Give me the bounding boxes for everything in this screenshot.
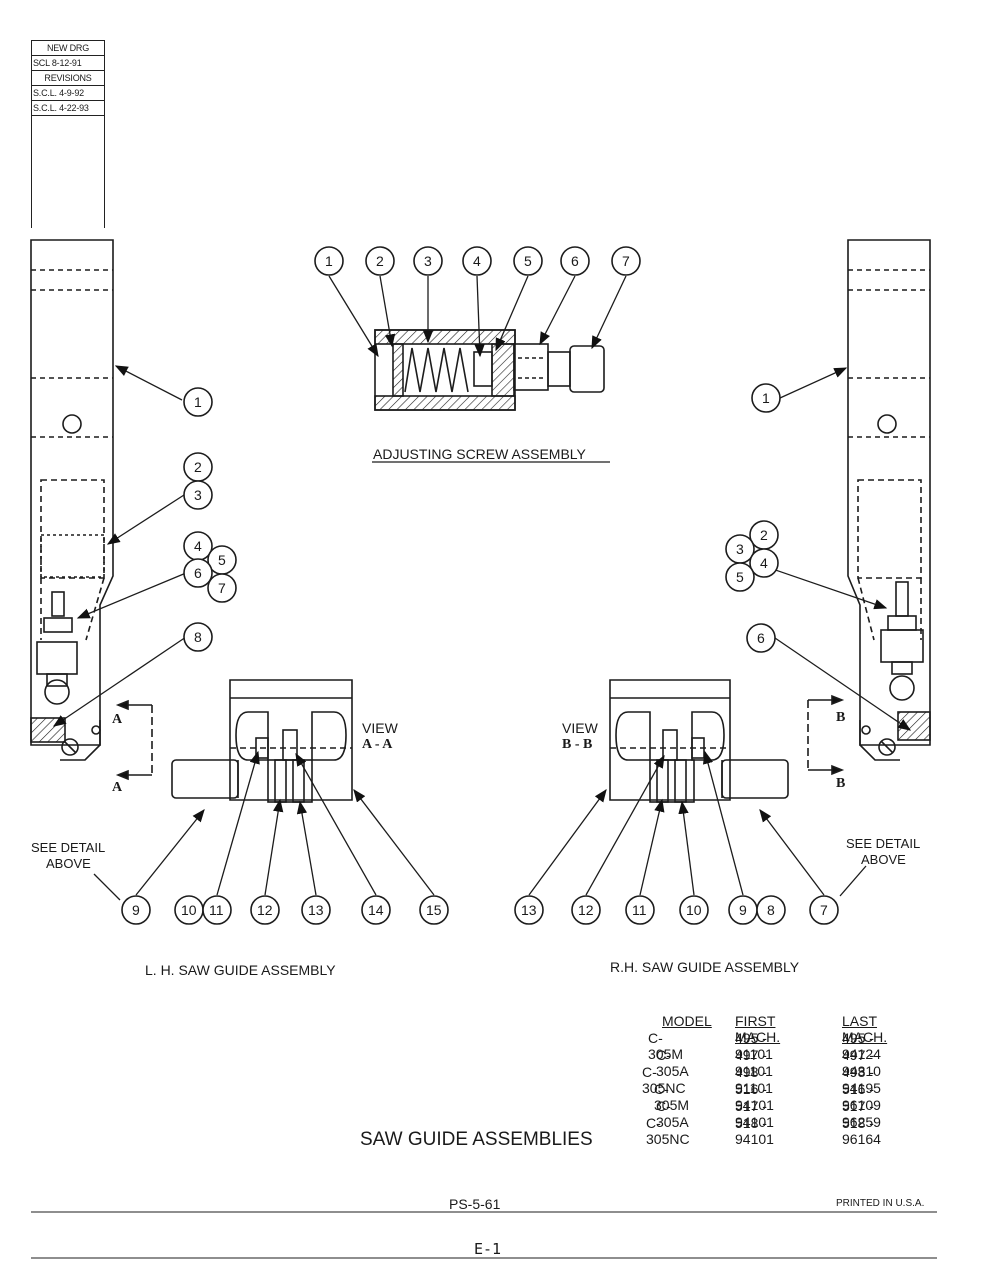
callout-number: 7 bbox=[622, 253, 630, 269]
rev-row: NEW DRG bbox=[32, 41, 104, 56]
callout-number: 4 bbox=[473, 253, 481, 269]
callout-number: 6 bbox=[194, 565, 202, 581]
callout-number: 6 bbox=[571, 253, 579, 269]
callout-number: 9 bbox=[132, 902, 140, 918]
bolt-hole bbox=[62, 414, 82, 434]
callout-number: 9 bbox=[739, 902, 747, 918]
callout-number: 3 bbox=[194, 487, 202, 503]
callout-number: 1 bbox=[762, 390, 770, 406]
callout-number: 14 bbox=[368, 902, 384, 918]
callout-number: 7 bbox=[820, 902, 828, 918]
table-cell: 518 - 96164 bbox=[842, 1115, 881, 1147]
lh-view-a-a bbox=[171, 679, 353, 803]
bolt-hole bbox=[877, 414, 897, 434]
view-b-word: VIEW bbox=[562, 720, 598, 736]
table-cell: 516 - 96109 bbox=[842, 1081, 881, 1113]
adjusting-screw-title: ADJUSTING SCREW ASSEMBLY bbox=[373, 446, 586, 462]
view-b-label: B - B bbox=[562, 737, 593, 752]
view-a-word: VIEW bbox=[362, 720, 398, 736]
callout-number: 7 bbox=[218, 580, 226, 596]
table-cell: 516 - 94101 bbox=[735, 1081, 774, 1113]
table-cell: 495 - 94124 bbox=[842, 1030, 881, 1062]
rev-row: S.C.L. 4-22-93 bbox=[32, 101, 104, 116]
table-cell: C-305A bbox=[656, 1047, 689, 1079]
callout-number: 2 bbox=[194, 459, 202, 475]
see-detail-right-line2: ABOVE bbox=[861, 852, 906, 867]
callout-number: 3 bbox=[424, 253, 432, 269]
callout-number: 13 bbox=[521, 902, 537, 918]
left-guide-bar bbox=[30, 239, 114, 761]
table-cell: C-305M bbox=[648, 1030, 684, 1062]
last-mach-header: LAST MACH. bbox=[842, 1013, 888, 1045]
table-cell: 518 - 94101 bbox=[735, 1115, 774, 1147]
section-b-top: B bbox=[836, 710, 846, 725]
table-cell: 498 - 94195 bbox=[842, 1064, 881, 1096]
callout-number: 3 bbox=[736, 541, 744, 557]
see-detail-right-line1: SEE DETAIL bbox=[846, 836, 921, 851]
table-cell: C-305NC bbox=[642, 1064, 686, 1096]
section-mark-a bbox=[115, 699, 153, 781]
model-header: MODEL bbox=[662, 1013, 712, 1029]
callout-number: 6 bbox=[757, 630, 765, 646]
rev-row: S.C.L. 4-9-92 bbox=[32, 86, 104, 101]
section-a-top: A bbox=[112, 712, 123, 727]
table-cell: 497 - 91101 bbox=[735, 1047, 773, 1079]
callout-number: 5 bbox=[736, 569, 744, 585]
callout-number: 15 bbox=[426, 902, 442, 918]
main-title: SAW GUIDE ASSEMBLIES bbox=[360, 1129, 593, 1150]
leader-lines bbox=[31, 275, 937, 1259]
table-cell: 495 - 91101 bbox=[735, 1030, 773, 1062]
table-cell: 517 - 94101 bbox=[735, 1098, 774, 1130]
first-mach-header: FIRST MACH. bbox=[735, 1013, 781, 1045]
see-detail-left-line2: ABOVE bbox=[46, 856, 91, 871]
callout-circles bbox=[121, 246, 839, 925]
rev-row: REVISIONS bbox=[32, 71, 104, 86]
callout-number: 8 bbox=[194, 629, 202, 645]
callout-number: 2 bbox=[760, 527, 768, 543]
callout-number: 1 bbox=[194, 394, 202, 410]
table-cell: C-305M bbox=[654, 1081, 690, 1113]
rev-row: SCL 8-12-91 bbox=[32, 56, 104, 71]
section-b-bottom: B bbox=[836, 776, 846, 791]
rh-assembly-title: R.H. SAW GUIDE ASSEMBLY bbox=[610, 959, 800, 975]
table-cell: 517 - 96259 bbox=[842, 1098, 881, 1130]
callout-number: 13 bbox=[308, 902, 324, 918]
callout-number: 12 bbox=[257, 902, 273, 918]
lh-assembly-title: L. H. SAW GUIDE ASSEMBLY bbox=[145, 962, 336, 978]
see-detail-left-line1: SEE DETAIL bbox=[31, 840, 106, 855]
callout-number: 5 bbox=[524, 253, 532, 269]
callout-number: 4 bbox=[194, 538, 202, 554]
table-cell: 497 - 94310 bbox=[842, 1047, 881, 1079]
callout-number: 4 bbox=[760, 555, 768, 571]
callout-number: 5 bbox=[218, 552, 226, 568]
callout-number: 2 bbox=[376, 253, 384, 269]
table-cell: 498 - 91101 bbox=[735, 1064, 773, 1096]
printed-in-usa: PRINTED IN U.S.A. bbox=[836, 1198, 925, 1209]
table-cell: C-305A bbox=[656, 1098, 689, 1130]
table-cell: C-305NC bbox=[646, 1115, 690, 1147]
section-a-bottom: A bbox=[112, 780, 123, 795]
page-code: PS-5-61 bbox=[449, 1196, 501, 1212]
page-label: E-1 bbox=[474, 1240, 502, 1258]
view-a-label: A - A bbox=[362, 737, 393, 752]
rh-view-b-b bbox=[609, 679, 789, 803]
revision-block: NEW DRG SCL 8-12-91 REVISIONS S.C.L. 4-9… bbox=[31, 40, 105, 228]
section-mark-b bbox=[807, 694, 845, 776]
callout-number: 1 bbox=[325, 253, 333, 269]
callout-number: 11 bbox=[209, 902, 224, 918]
callout-number: 10 bbox=[181, 902, 197, 918]
callout-number: 8 bbox=[767, 902, 775, 918]
right-guide-bar bbox=[847, 239, 931, 761]
adjusting-screw-section bbox=[374, 329, 605, 411]
callout-number: 11 bbox=[632, 902, 647, 918]
callout-number: 10 bbox=[686, 902, 702, 918]
callout-number: 12 bbox=[578, 902, 594, 918]
